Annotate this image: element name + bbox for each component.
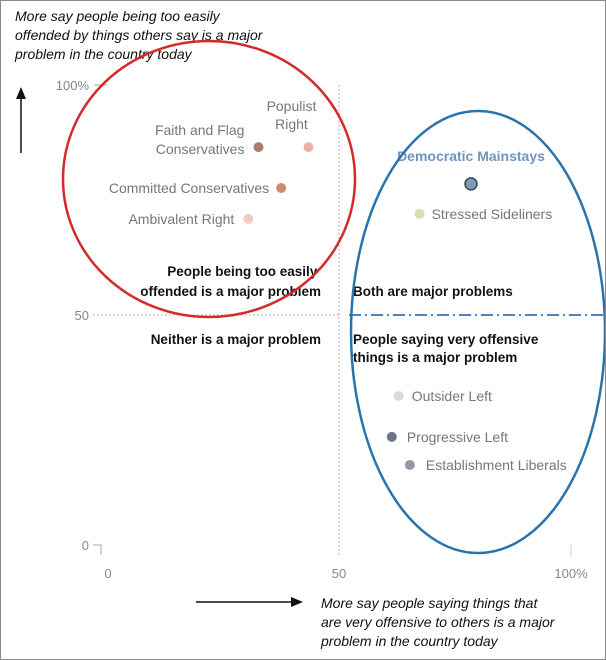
highlight-ellipse-right [61,39,357,319]
point-label-line: Populist [267,98,317,114]
x-axis-title-line: are very offensive to others is a major [321,614,556,630]
point-label: Outsider Left [412,388,492,404]
data-point [404,459,415,470]
point-label-line: Ambivalent Right [128,211,234,227]
data-point [464,177,478,191]
y-tick-label: 50 [75,308,89,323]
quadrant-label-bottom-right: People saying very offensive things is a… [353,332,542,365]
x-tick-label: 0 [104,566,111,581]
quadrant-label-line: People being too easily [167,264,318,279]
quadrant-label-top-left: People being too easily offended is a ma… [140,264,321,299]
y-axis-title-line: problem in the country today [14,46,193,62]
up-arrow-icon [16,87,26,153]
point-label-line: Establishment Liberals [426,457,567,473]
highlight-ellipse-left [349,109,605,555]
y-axis-title-line: More say people being too easily [15,8,221,24]
point-label-line: Right [275,116,308,132]
data-point [303,142,314,153]
point-label: Committed Conservatives [109,180,269,196]
point-label-line: Faith and Flag [155,122,245,138]
quadrant-label-bottom-left: Neither is a major problem [151,332,321,347]
y-tick-label: 0 [82,538,89,553]
x-axis-title: More say people saying things that are v… [320,595,558,649]
point-label: Ambivalent Right [128,211,234,227]
quadrant-label-line: things is a major problem [353,350,517,365]
y-axis-title: More say people being too easily offende… [14,8,266,62]
data-point [276,183,287,194]
y-tick-mark [93,544,102,555]
right-arrow-icon [196,597,303,607]
point-label-line: Conservatives [156,141,245,157]
point-label-line: Committed Conservatives [109,180,269,196]
y-axis-title-line: offended by things others say is a major [15,27,264,43]
x-tick-label: 100% [554,566,588,581]
x-axis-title-line: problem in the country today [320,633,499,649]
x-tick-label: 50 [332,566,346,581]
data-point [243,213,254,224]
point-label-line: Outsider Left [412,388,492,404]
data-point [253,142,264,153]
data-point [393,390,404,401]
point-label-line: Progressive Left [407,429,508,445]
point-label-line: Democratic Mainstays [397,148,545,164]
quadrant-label-line: offended is a major problem [140,284,321,299]
point-label: Progressive Left [407,429,508,445]
point-label: Stressed Sideliners [432,206,553,222]
data-point [414,208,425,219]
quadrant-label-line: People saying very offensive [353,332,539,347]
quadrant-label-top-right: Both are major problems [353,284,513,299]
data-point [386,431,397,442]
y-tick-label: 100% [56,78,90,93]
point-label-line: Stressed Sideliners [432,206,553,222]
point-label: Democratic Mainstays [397,148,545,164]
point-label: Establishment Liberals [426,457,567,473]
x-axis-title-line: More say people saying things that [321,595,538,611]
